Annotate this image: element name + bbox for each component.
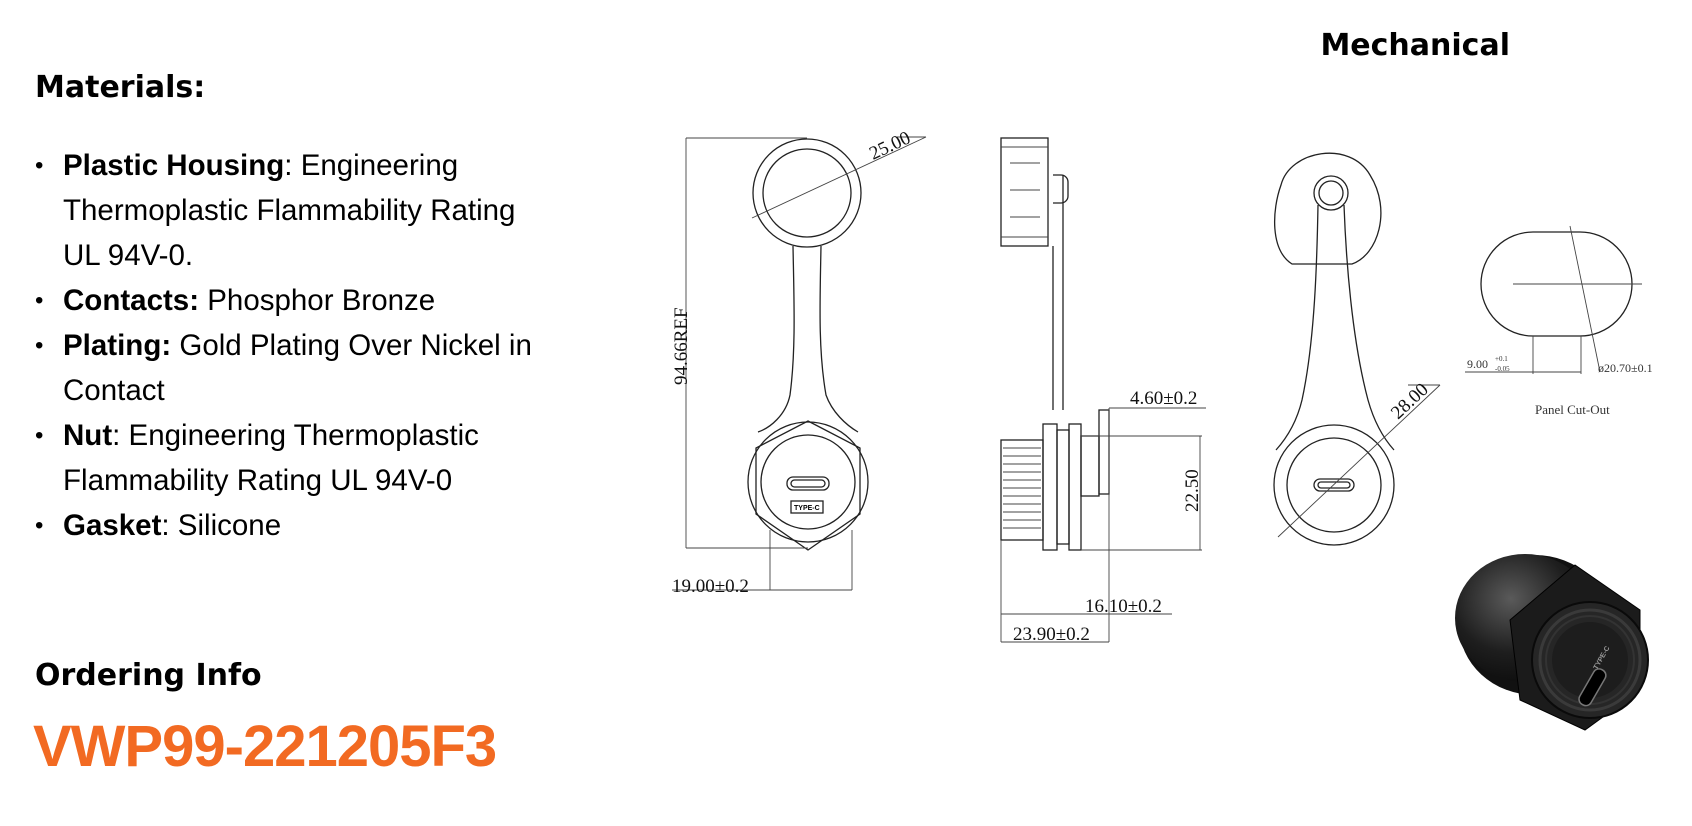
material-separator: :	[284, 149, 293, 182]
material-description: Engineering Thermoplastic Flammability R…	[63, 149, 516, 272]
material-description: Phosphor Bronze	[199, 284, 436, 317]
part-number: VWP99-221205F3	[33, 714, 497, 779]
material-name: Plating:	[63, 329, 172, 362]
mechanical-heading: Mechanical	[1320, 28, 1510, 63]
side-view: 4.60±0.2 22.50 16.10±0.2 23.90±0.2	[1000, 137, 1206, 645]
nut-width-dim: 19.00±0.2	[672, 576, 749, 597]
material-item: Gasket: Silicone	[35, 503, 555, 548]
height-dim: 22.50	[1182, 469, 1203, 512]
length-ref-dim: 94.66REF	[671, 307, 692, 385]
material-description: Gold Plating Over Nickel in Contact	[63, 329, 532, 407]
material-name: Nut	[63, 419, 113, 452]
cutout-flat-tol-lower: -0.05	[1495, 365, 1510, 373]
port-label: TYPE-C	[794, 505, 820, 512]
front-view: 25.00 TYPE-C 94.66REF 19.00±0.2	[671, 127, 927, 597]
depth-2-dim: 23.90±0.2	[1013, 624, 1090, 645]
material-name: Contacts:	[63, 284, 200, 317]
cutout-caption: Panel Cut-Out	[1535, 402, 1610, 417]
cutout-diameter-dim: ø20.70±0.1	[1598, 361, 1653, 375]
material-name: Plastic Housing	[63, 149, 285, 182]
material-separator: :	[161, 509, 170, 542]
material-item: Nut: Engineering Thermoplastic Flammabil…	[35, 413, 555, 503]
cap-diameter-dim: 25.00	[866, 127, 914, 164]
materials-heading: Materials:	[35, 70, 206, 105]
material-item: Contacts: Phosphor Bronze	[35, 278, 555, 323]
flange-diameter-dim: 28.00	[1387, 379, 1433, 424]
ordering-heading: Ordering Info	[35, 658, 262, 693]
material-item: Plastic Housing: Engineering Thermoplast…	[35, 143, 555, 278]
tab-thickness-dim: 4.60±0.2	[1130, 388, 1197, 409]
cutout-flat-tol-upper: +0.1	[1495, 355, 1508, 363]
material-item: Plating: Gold Plating Over Nickel in Con…	[35, 323, 555, 413]
depth-1-dim: 16.10±0.2	[1085, 596, 1162, 617]
product-photo: TYPE-C	[1455, 554, 1649, 731]
panel-cutout: 9.00 +0.1 -0.05 ø20.70±0.1 Panel Cut-Out	[1465, 225, 1653, 417]
material-description: Silicone	[169, 509, 282, 542]
material-separator: :	[112, 419, 121, 452]
materials-list: Plastic Housing: Engineering Thermoplast…	[35, 143, 555, 548]
material-description: Engineering Thermoplastic Flammability R…	[63, 419, 479, 497]
material-name: Gasket	[63, 509, 162, 542]
rear-view: 28.00	[1273, 152, 1441, 546]
cutout-flat-dim: 9.00	[1467, 357, 1488, 371]
